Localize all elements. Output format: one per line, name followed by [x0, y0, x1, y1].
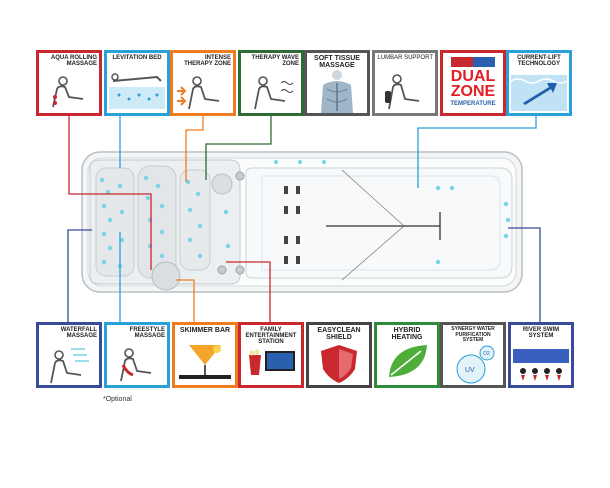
dual-zone-logo-icon — [451, 57, 495, 67]
feature-label: INTENSE THERAPY ZONE — [184, 55, 231, 67]
feature-tile-synergy-water-purification: SYNERGY WATER PURIFICATION SYSTEM UV O2 — [440, 322, 506, 388]
feature-tile-lumbar-support: LUMBAR SUPPORT — [372, 50, 438, 116]
jets — [99, 160, 511, 269]
feature-tile-skimmer-bar: SKIMMER BAR — [172, 322, 238, 388]
feature-label: SOFT TISSUE MASSAGE — [314, 55, 360, 69]
feature-label: FAMILY ENTERTAINMENT STATION — [245, 327, 297, 345]
person-seated-waves-icon — [254, 76, 294, 110]
back-muscles-icon — [321, 70, 353, 113]
leader-lines — [67, 116, 541, 322]
dual-zone-word-zone: ZONE — [450, 83, 496, 100]
dual-zone-word-temperature: TEMPERATURE — [450, 101, 496, 107]
tv-popcorn-icon — [249, 349, 295, 375]
person-seated-lumbar-icon — [385, 74, 420, 110]
feature-label: WATERFALL MASSAGE — [60, 327, 97, 339]
feature-label: RIVER SWIM SYSTEM — [522, 327, 560, 339]
person-seated-waterfall-icon — [50, 348, 89, 384]
feature-label: SYNERGY WATER PURIFICATION SYSTEM — [451, 326, 495, 343]
uv-o2-bubble-icon: UV O2 — [456, 345, 495, 384]
feature-label: SKIMMER BAR — [179, 327, 231, 334]
feature-tile-dual-zone-temperature: DUAL ZONE TEMPERATURE — [440, 50, 506, 116]
feature-label: THERAPY WAVE ZONE — [251, 55, 299, 67]
feature-label: LUMBAR SUPPORT — [377, 55, 433, 61]
svg-text:UV: UV — [465, 367, 475, 374]
swimmers-current-icon — [513, 349, 569, 381]
water-current-arrow-icon — [510, 75, 568, 111]
feature-tile-soft-tissue-massage: SOFT TISSUE MASSAGE — [304, 50, 370, 116]
green-leaf-icon — [389, 345, 427, 377]
feature-label: CURRENT-LIFT TECHNOLOGY — [517, 55, 561, 67]
person-seated-rolling-massage-icon — [52, 76, 84, 108]
person-seated-jets-arrows-icon — [177, 76, 220, 110]
feature-tile-waterfall-massage: WATERFALL MASSAGE — [36, 322, 102, 388]
feature-tile-intense-therapy-zone: INTENSE THERAPY ZONE — [170, 50, 236, 116]
feature-label: EASYCLEAN SHIELD — [317, 327, 361, 341]
svg-text:O2: O2 — [483, 351, 490, 357]
red-shield-icon — [321, 345, 357, 383]
feature-label: FREESTYLE MASSAGE — [129, 327, 165, 339]
feature-tile-freestyle-massage: FREESTYLE MASSAGE — [104, 322, 170, 388]
feature-label: AQUA ROLLING MASSAGE — [50, 55, 97, 67]
feature-label: LEVITATION BED — [112, 55, 162, 61]
person-lying-bubbles-icon — [109, 73, 165, 109]
person-seated-freestyle-icon — [120, 348, 152, 382]
feature-tile-current-lift-technology: CURRENT-LIFT TECHNOLOGY — [506, 50, 572, 116]
feature-tile-river-swim-system: RIVER SWIM SYSTEM — [508, 322, 574, 388]
feature-tile-easyclean-shield: EASYCLEAN SHIELD — [306, 322, 372, 388]
feature-tile-hybrid-heating: HYBRID HEATING — [374, 322, 440, 388]
feature-tile-aqua-rolling-massage: AQUA ROLLING MASSAGE — [36, 50, 102, 116]
feature-label: HYBRID HEATING — [391, 327, 423, 341]
feature-tile-levitation-bed: LEVITATION BED — [104, 50, 170, 116]
feature-tile-family-entertainment-station: FAMILY ENTERTAINMENT STATION — [238, 322, 304, 388]
dual-zone-word-dual: DUAL — [450, 68, 496, 85]
cocktail-tray-icon — [179, 345, 231, 379]
feature-tile-therapy-wave-zone: THERAPY WAVE ZONE — [238, 50, 304, 116]
swim-spa-topview — [81, 151, 523, 293]
optional-footnote: *Optional — [103, 396, 132, 403]
